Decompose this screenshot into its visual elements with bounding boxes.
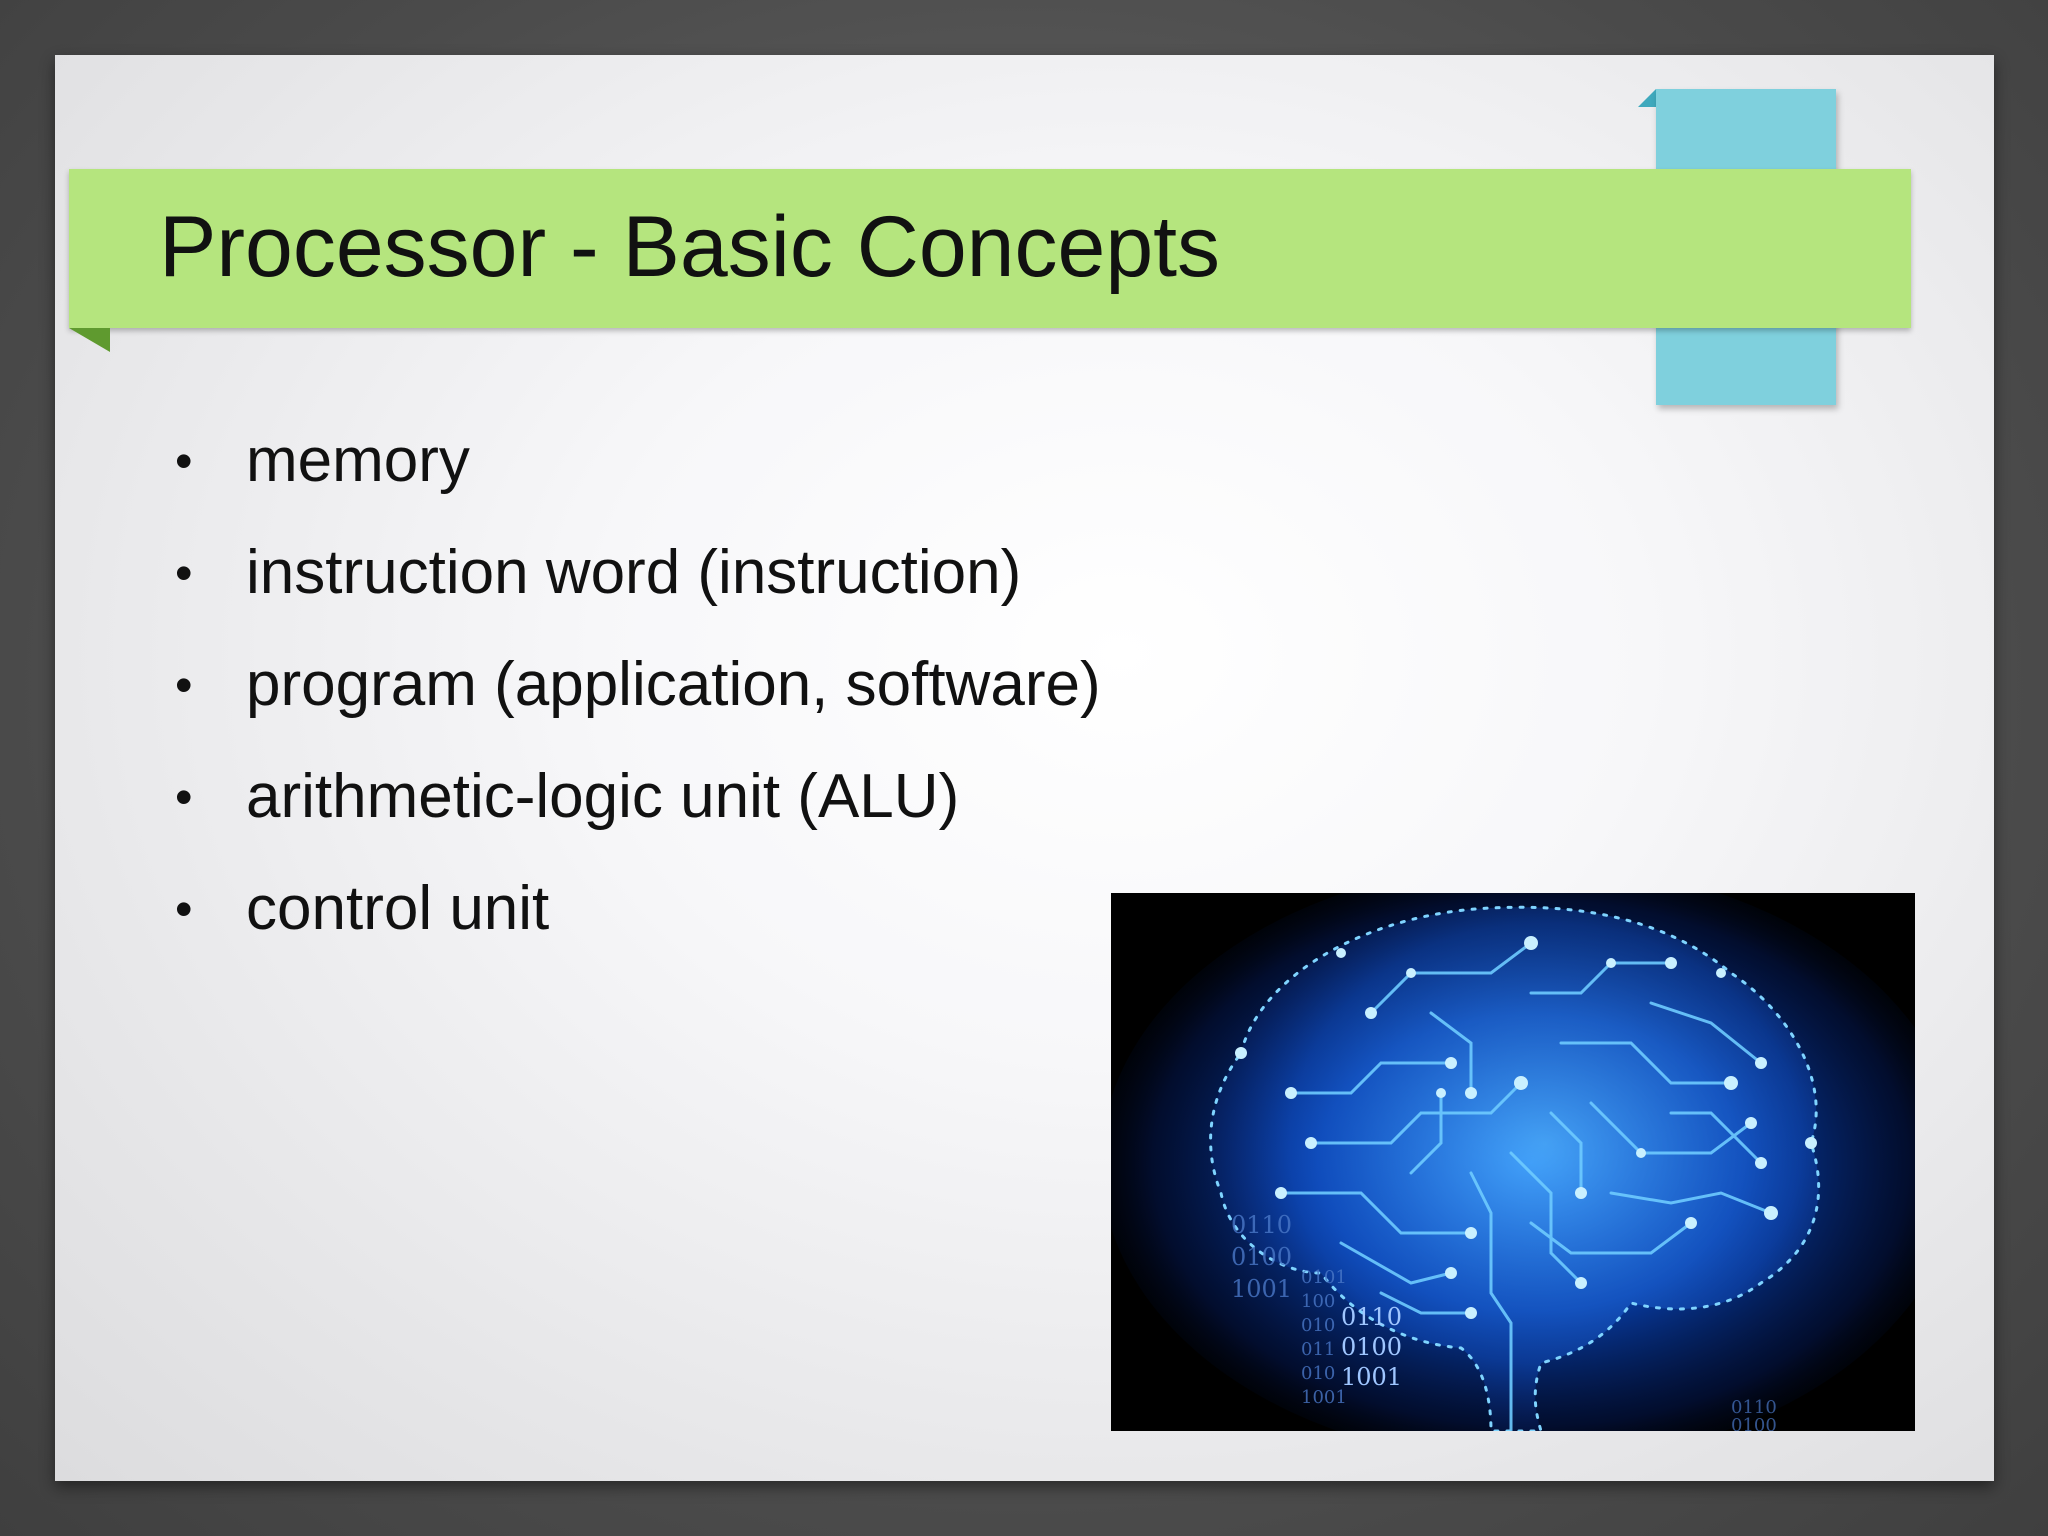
bullet-text: program (application, software) (246, 650, 1101, 719)
binary-digits-5: 100 (1301, 1291, 1335, 1312)
bullet-icon: • (175, 433, 193, 489)
binary-digits-front-1: 0110 (1341, 1303, 1402, 1331)
bullet-icon: • (175, 769, 193, 825)
slide: Processor - Basic Concepts • memory • in… (55, 55, 1994, 1481)
binary-digits-right: 0110 0100 (1731, 1397, 1777, 1431)
binary-digits-6: 010 (1301, 1315, 1335, 1336)
binary-digits-1: 0110 (1231, 1211, 1292, 1239)
binary-digits-9: 1001 (1301, 1387, 1347, 1408)
bullet-text: control unit (246, 874, 550, 943)
binary-digits-front: 0110 0100 1001 (1341, 1303, 1402, 1391)
bullet-text: arithmetic-logic unit (ALU) (246, 762, 960, 831)
slide-title: Processor - Basic Concepts (159, 199, 1221, 295)
binary-digits-right-1: 0110 (1731, 1397, 1777, 1418)
bullet-icon: • (175, 545, 193, 601)
binary-digits-8: 010 (1301, 1363, 1335, 1384)
binary-digits: 0110 0100 1001 0101 100 010 011 010 1001 (1231, 1211, 1347, 1408)
bullet-text: instruction word (instruction) (246, 538, 1022, 607)
bullet-icon: • (175, 657, 193, 713)
title-band-fold (69, 328, 110, 352)
accent-tab-fold (1638, 89, 1656, 107)
circuit-nodes (1235, 936, 1817, 1319)
binary-digits-4: 0101 (1301, 1267, 1347, 1288)
binary-digits-front-2: 0100 (1341, 1333, 1402, 1361)
binary-digits-right-2: 0100 (1731, 1415, 1777, 1431)
title-band: Processor - Basic Concepts (69, 169, 1911, 328)
circuit-traces (1279, 941, 1773, 1431)
circuit-brain-image: 0110 0100 1001 0101 100 010 011 010 1001… (1111, 893, 1915, 1431)
bullet-icon: • (175, 881, 193, 937)
binary-digits-2: 0100 (1231, 1243, 1292, 1271)
circuit-brain-illustration: 0110 0100 1001 0101 100 010 011 010 1001… (1111, 893, 1915, 1431)
binary-digits-3: 1001 (1231, 1275, 1292, 1303)
binary-digits-front-3: 1001 (1341, 1363, 1402, 1391)
bullet-text: memory (246, 426, 470, 495)
brain-outline (1209, 905, 1821, 1431)
binary-digits-7: 011 (1301, 1339, 1335, 1360)
